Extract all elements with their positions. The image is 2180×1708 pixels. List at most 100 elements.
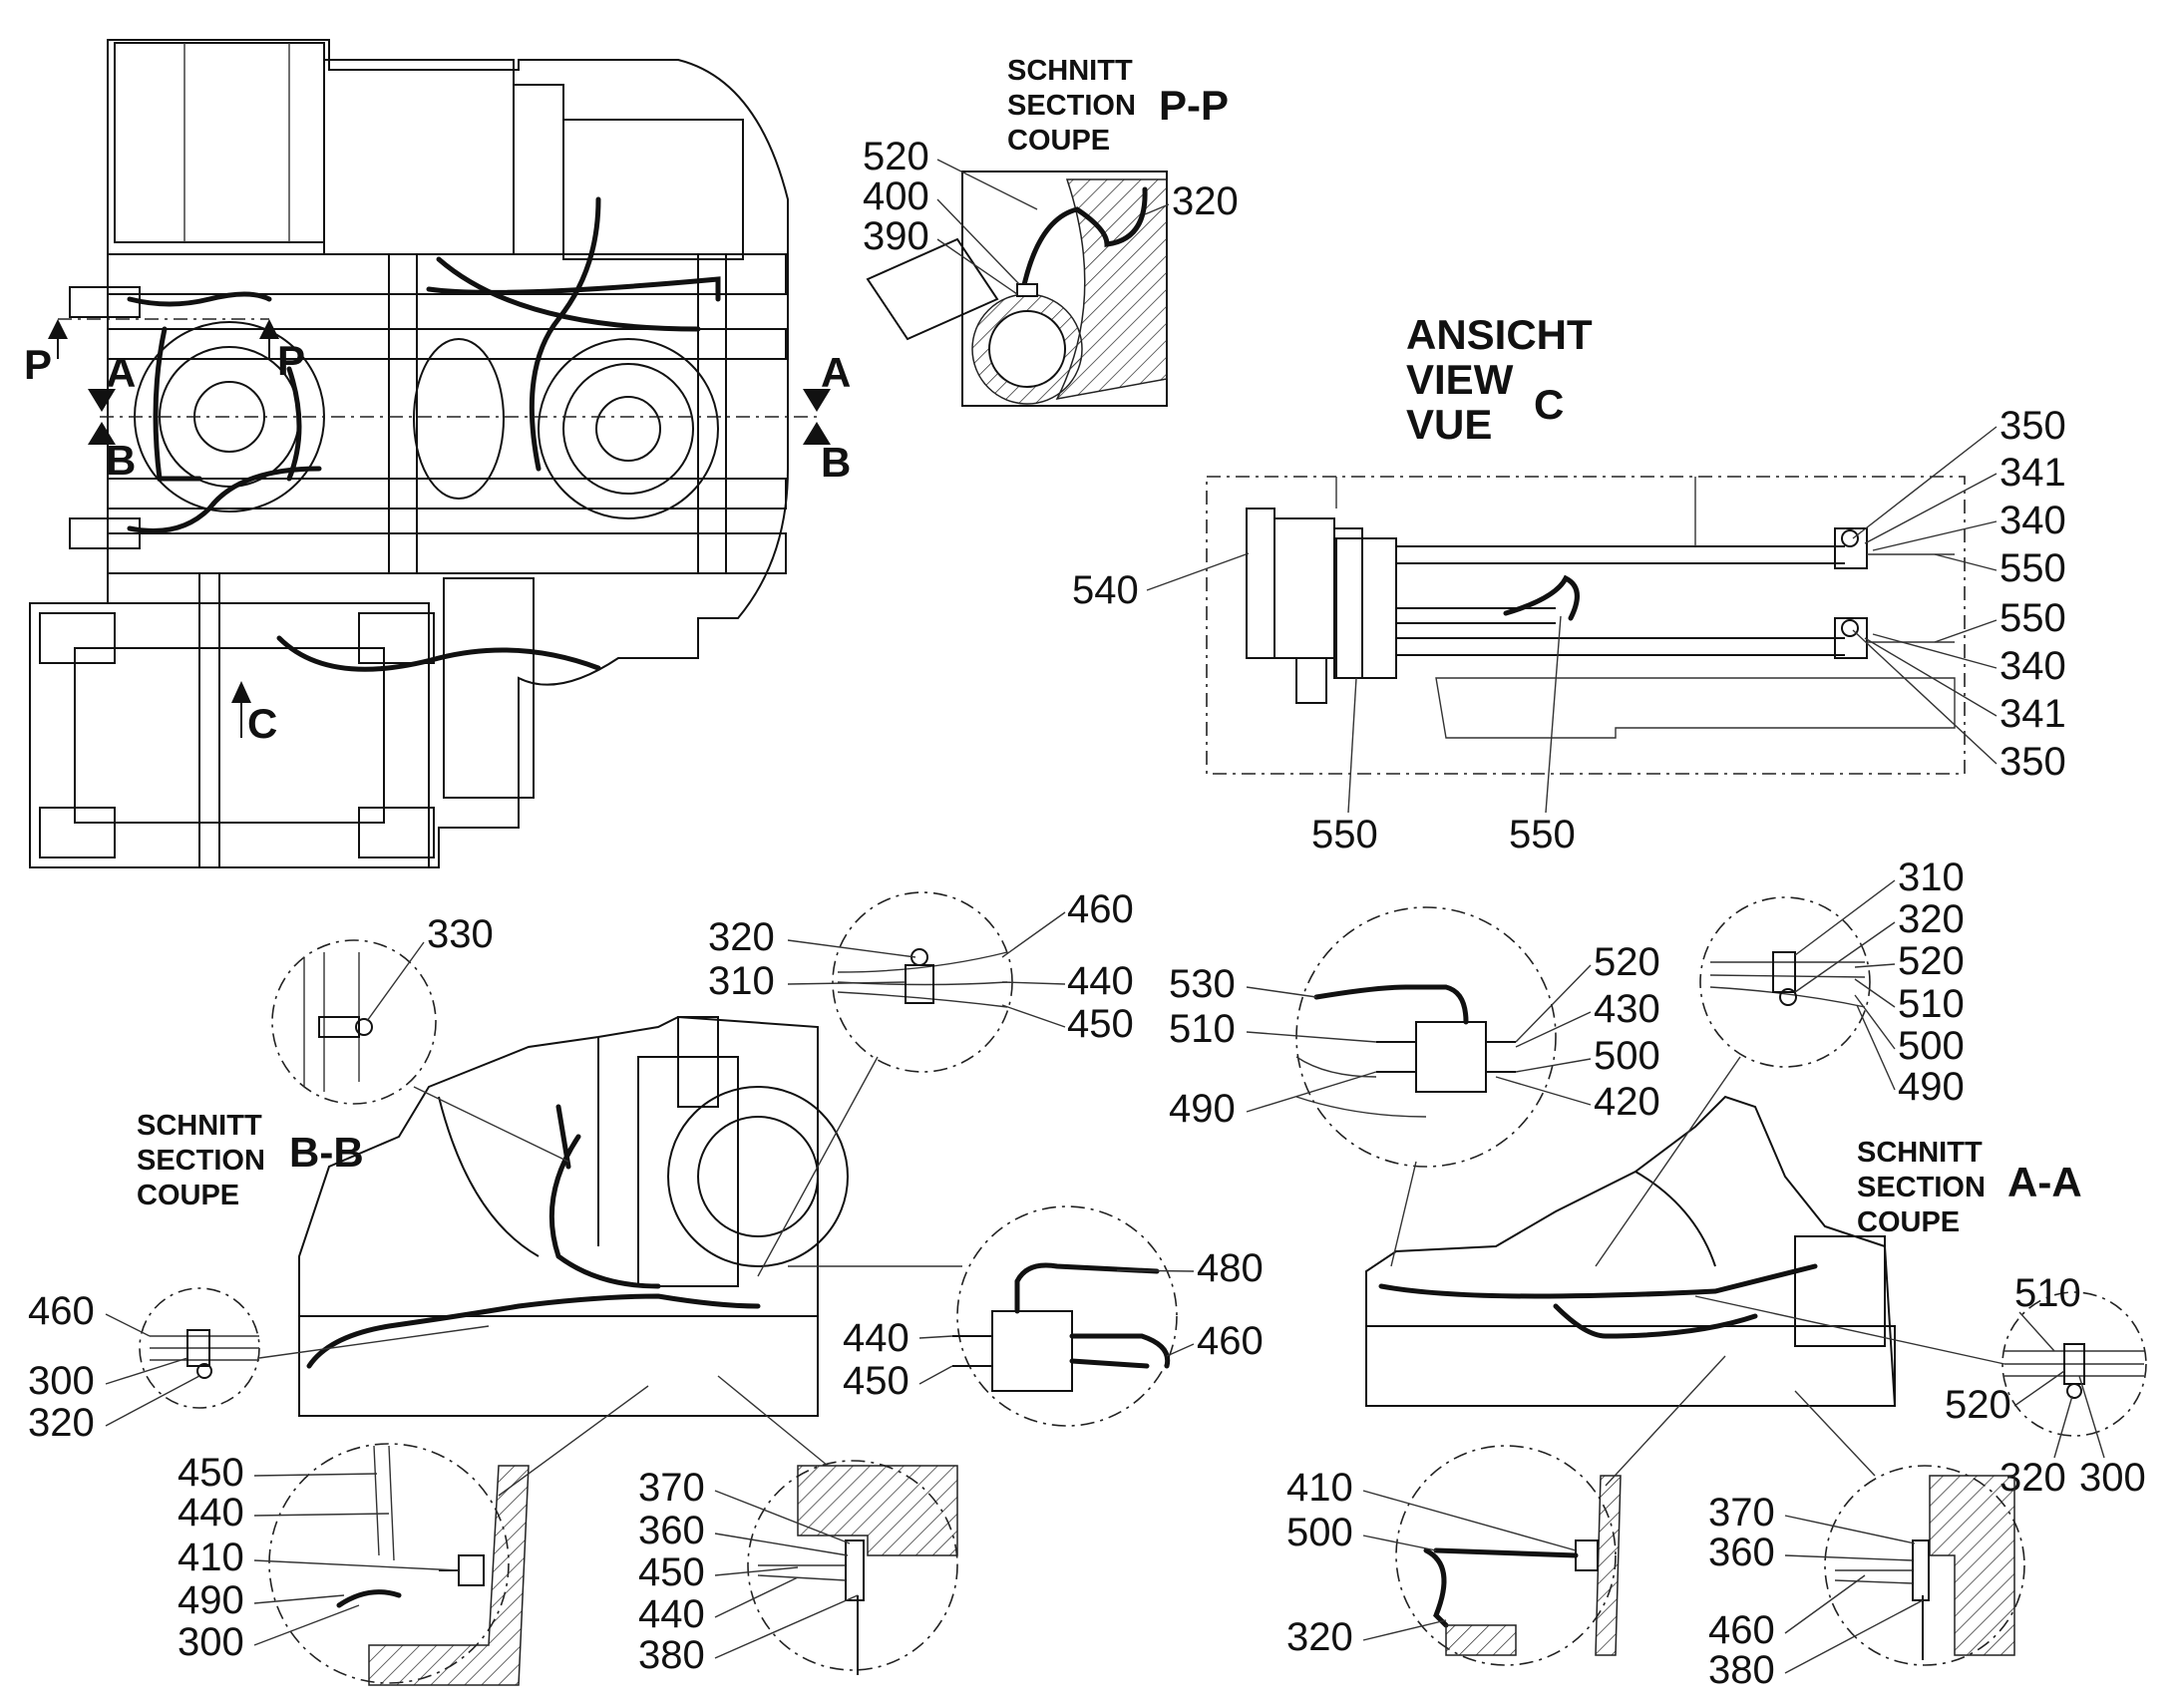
callout: 300 (178, 1620, 244, 1664)
leader-lines-bb-bottom-left (253, 1473, 460, 1646)
svg-text:SCHNITT: SCHNITT (137, 1110, 262, 1142)
callout: 490 (178, 1578, 244, 1622)
svg-text:SCHNITT: SCHNITT (1007, 55, 1133, 87)
section-b-b: SCHNITT SECTION COUPE B-B (137, 1015, 849, 1417)
view-c: ANSICHT VIEW VUE C (1206, 311, 1966, 775)
svg-text:C: C (247, 700, 277, 747)
detail-bb-bottom-right (717, 1375, 958, 1675)
callout: 510 (1169, 1007, 1236, 1051)
callout: 390 (863, 214, 929, 258)
svg-text:A-A: A-A (2007, 1159, 2082, 1205)
callout: 320 (708, 915, 775, 959)
svg-text:ANSICHT: ANSICHT (1406, 311, 1593, 358)
detail-bb-left (139, 1287, 490, 1409)
callout: 490 (1169, 1087, 1236, 1131)
callout: 520 (1945, 1383, 2011, 1427)
leader-lines-bb-top (787, 911, 1066, 1028)
callout: 510 (1898, 982, 1965, 1026)
callout: 540 (1072, 568, 1139, 612)
callout: 380 (638, 1633, 705, 1677)
svg-text:SCHNITT: SCHNITT (1857, 1137, 1983, 1169)
section-a-a: SCHNITT SECTION COUPE A-A (1365, 1095, 2082, 1407)
callout: 550 (1999, 546, 2066, 590)
callout: 300 (28, 1359, 95, 1403)
callout: 410 (1286, 1466, 1353, 1510)
leader-lines-pp (936, 159, 1170, 295)
callout: 500 (1594, 1034, 1660, 1078)
leader-lines-bb-left (105, 1313, 200, 1427)
detail-aa-right (1694, 1291, 2147, 1437)
callout: 350 (1999, 404, 2066, 448)
callout: 340 (1999, 644, 2066, 688)
callout: 510 (2014, 1271, 2081, 1315)
callout: 550 (1311, 813, 1378, 856)
callout: 380 (1708, 1648, 1775, 1692)
callout: 320 (1898, 897, 1965, 941)
callout: 320 (28, 1401, 95, 1445)
callout: 310 (708, 959, 775, 1003)
svg-text:A: A (821, 349, 851, 396)
callout: 410 (178, 1536, 244, 1579)
detail-aa-clamp (1595, 896, 1871, 1267)
svg-text:VUE: VUE (1406, 401, 1492, 448)
callout: 520 (1898, 939, 1965, 983)
detail-bb-top (757, 891, 1013, 1277)
svg-text:C: C (1534, 381, 1564, 428)
callout: 360 (638, 1509, 705, 1552)
detail-aa-bottom-right (1794, 1390, 2025, 1666)
cut-marker-p-right: P (259, 319, 305, 384)
leader-lines-aa-right (2013, 1311, 2105, 1459)
leader-lines-bb-bottom-right (714, 1490, 859, 1659)
detail-aa-valve (1295, 906, 1557, 1267)
svg-text:COUPE: COUPE (1857, 1206, 1960, 1238)
detail-bb-clamp (271, 939, 569, 1163)
callout: 330 (427, 912, 494, 956)
callout: 480 (1197, 1246, 1264, 1290)
callout: 440 (1067, 959, 1134, 1003)
callout: 340 (1999, 499, 2066, 542)
cut-marker-a-left: A (88, 349, 136, 412)
callout: 460 (28, 1289, 95, 1333)
svg-text:P-P: P-P (1159, 82, 1229, 129)
svg-text:A: A (106, 349, 136, 396)
callout: 430 (1594, 987, 1660, 1031)
callout: 370 (1708, 1491, 1775, 1535)
callout: 420 (1594, 1080, 1660, 1124)
callout: 500 (1898, 1024, 1965, 1068)
cut-marker-a-right: A (803, 349, 851, 412)
leader-line (366, 941, 425, 1022)
leader-lines-bb-valve (918, 1269, 1195, 1385)
callout: 520 (863, 135, 929, 178)
callout: 460 (1067, 887, 1134, 931)
main-top-view (29, 39, 818, 868)
callout: 440 (178, 1491, 244, 1535)
callout: 500 (1286, 1511, 1353, 1554)
svg-text:COUPE: COUPE (1007, 125, 1110, 157)
callout: 440 (638, 1592, 705, 1636)
detail-aa-bottom-left (1395, 1355, 1726, 1666)
callout: 450 (178, 1451, 244, 1495)
callout: 350 (1999, 740, 2066, 784)
leader-lines-view-c (1146, 426, 1998, 814)
detail-bb-valve (788, 1205, 1178, 1427)
callout: 450 (1067, 1002, 1134, 1046)
callout: 490 (1898, 1065, 1965, 1109)
svg-text:B-B: B-B (289, 1129, 364, 1176)
svg-text:VIEW: VIEW (1406, 356, 1514, 403)
callout: 530 (1169, 962, 1236, 1006)
svg-text:P: P (24, 341, 52, 388)
callout: 520 (1594, 940, 1660, 984)
callout: 440 (843, 1316, 909, 1360)
callout: 310 (1898, 855, 1965, 899)
leader-lines-aa-bottom-right (1784, 1515, 1924, 1674)
section-p-p: SCHNITT SECTION COUPE P-P (866, 55, 1229, 407)
callout: 300 (2079, 1456, 2146, 1500)
svg-text:P: P (277, 337, 305, 384)
callout: 320 (1172, 179, 1239, 223)
callout: 450 (638, 1550, 705, 1594)
callout: 360 (1708, 1531, 1775, 1574)
leader-lines-aa-bottom-left (1362, 1490, 1577, 1641)
svg-text:B: B (106, 437, 136, 484)
detail-bb-bottom-left (268, 1385, 649, 1686)
